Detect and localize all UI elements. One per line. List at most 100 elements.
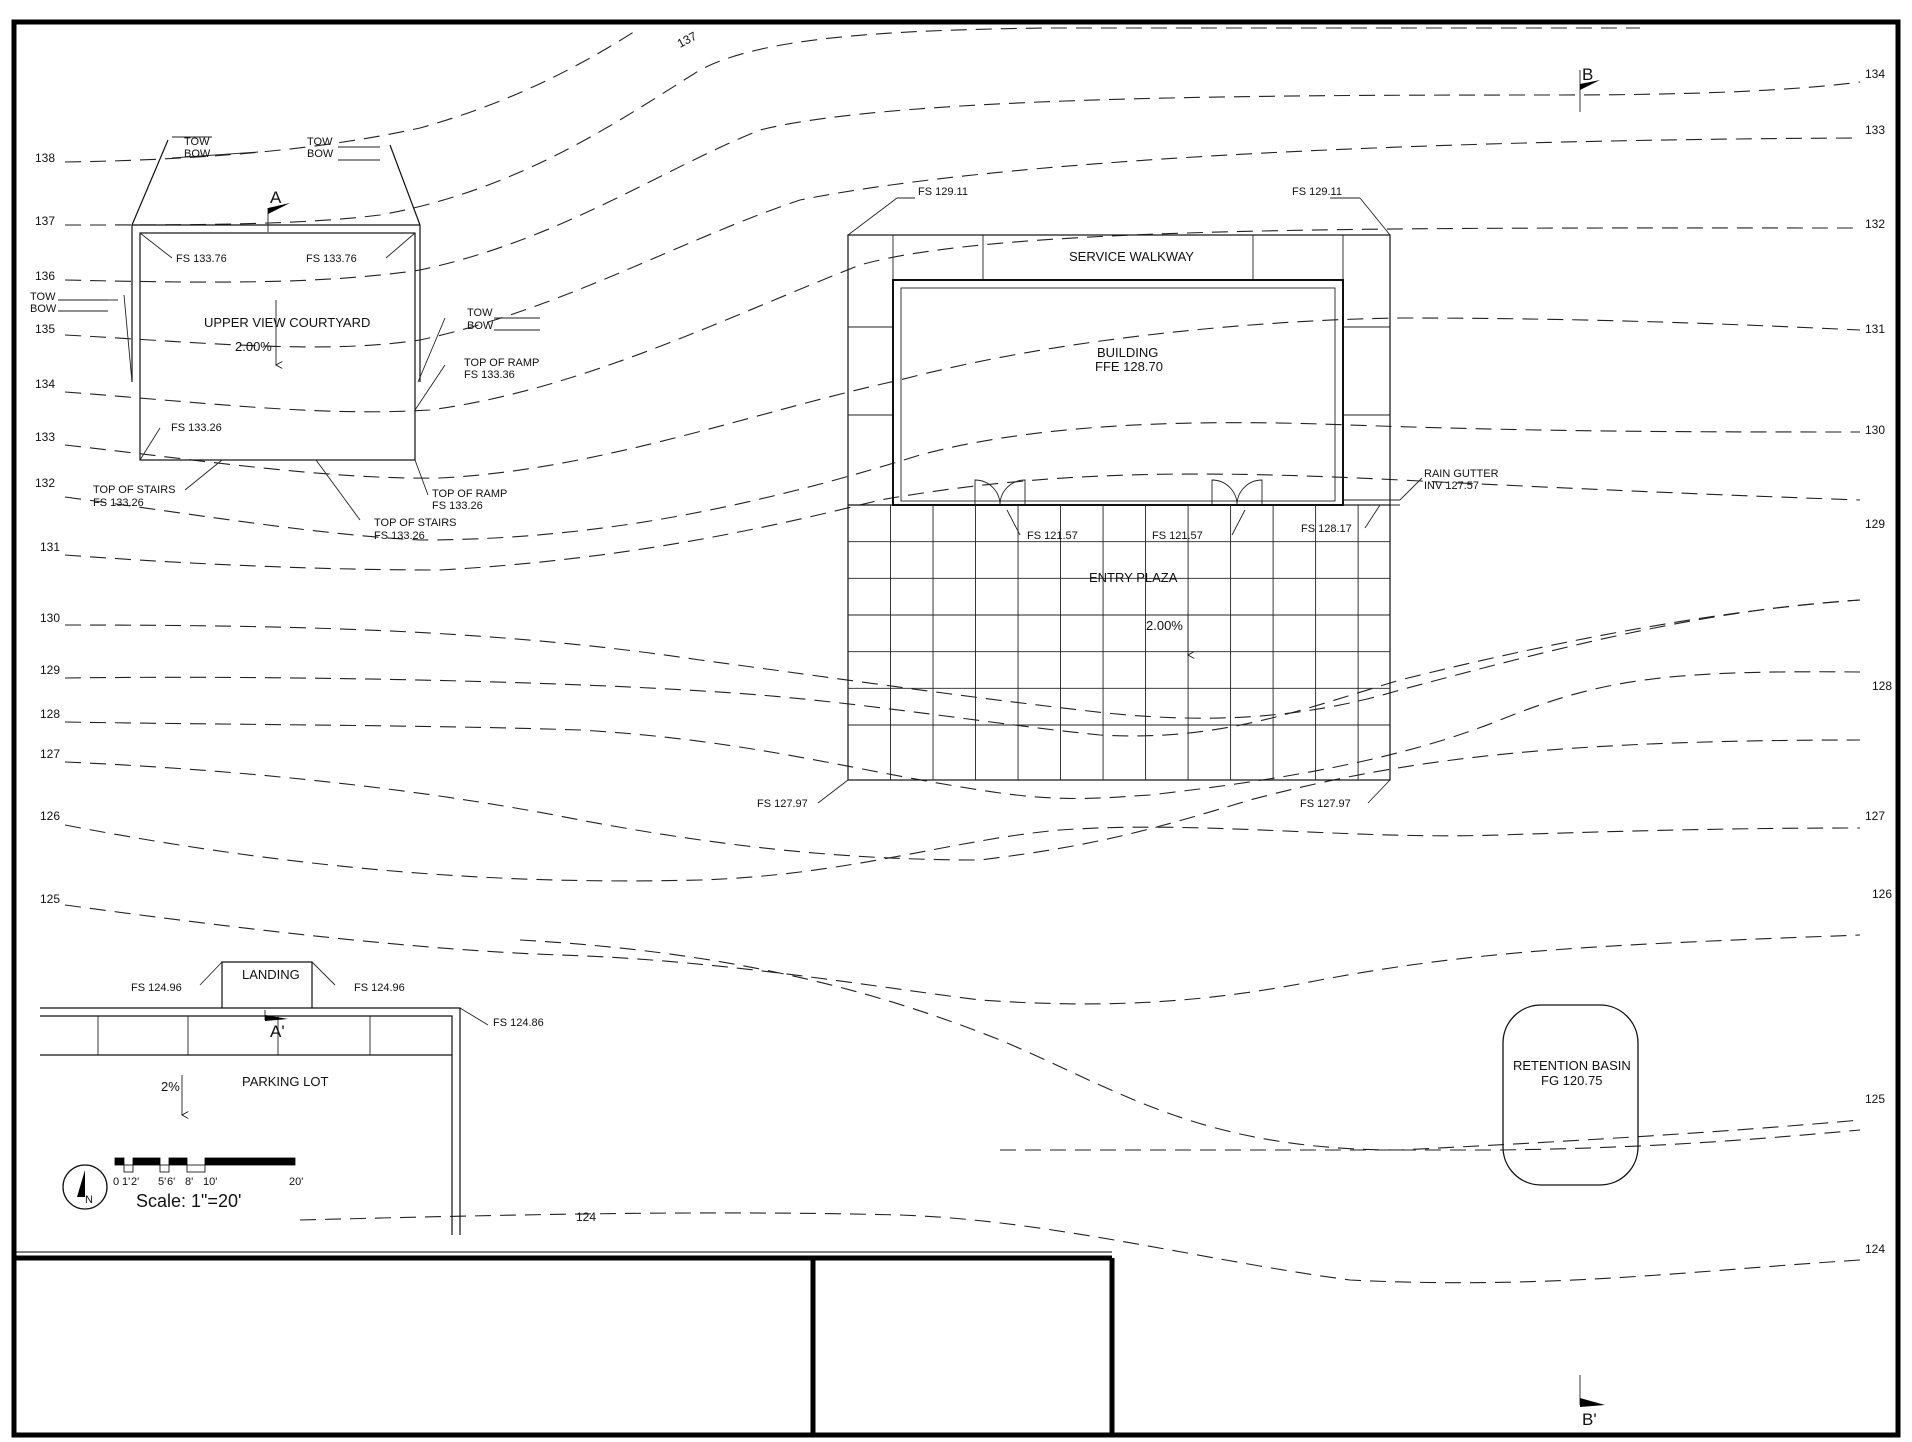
building-footprint [892, 279, 1344, 506]
contour-136 [64, 81, 1861, 283]
contour-128 [64, 671, 1861, 800]
contour-label-c131-r: 131 [1865, 322, 1885, 336]
contour-132 [64, 422, 1861, 541]
scale-bar-segment [159, 1164, 170, 1173]
parking-labels: LANDING FS 124.96 FS 124.96 FS 124.86 PA… [131, 967, 544, 1094]
contour-124b [299, 1212, 1861, 1284]
rain-gutter-label: RAIN GUTTER [1424, 468, 1499, 480]
contour-133 [64, 317, 1861, 479]
scale-label: Scale: 1"=20' [136, 1191, 241, 1211]
entry-plaza-label: ENTRY PLAZA [1089, 570, 1178, 585]
parking-lot-area [40, 961, 489, 1235]
top-of-stairs-1: TOP OF STAIRS [93, 484, 176, 496]
contour-129 [64, 599, 1861, 737]
scale-tick-label: 1' [122, 1176, 130, 1188]
contour-label-c129-l: 129 [40, 663, 60, 677]
contour-label-c124-m: 124 [576, 1210, 596, 1224]
contour-130 [64, 599, 1861, 719]
contour-label-c128-l: 128 [40, 707, 60, 721]
scale-tick-label: 2' [131, 1176, 139, 1188]
building-fs-ne: FS 129.11 [1292, 186, 1342, 198]
scale-tick-label: 5' [158, 1176, 166, 1188]
contour-label-c127-r: 127 [1865, 809, 1885, 823]
courtyard-bow-label-3: BOW [30, 303, 57, 315]
contour-label-c130-l: 130 [40, 611, 60, 625]
contour-label-c130-r: 130 [1865, 423, 1885, 437]
title-block [14, 1251, 1115, 1435]
courtyard-bow-label-4: BOW [467, 320, 494, 332]
contour-lines [64, 27, 1861, 1284]
parking-fs-corner: FS 124.86 [493, 1017, 544, 1029]
scale-bar-segment [114, 1157, 125, 1166]
scale-tick-label: 8' [185, 1176, 193, 1188]
contour-131 [64, 473, 1861, 571]
courtyard-fs-sw: FS 133.26 [171, 422, 222, 434]
parking-slope: 2% [161, 1079, 180, 1094]
contour-label-c128-r: 128 [1872, 679, 1892, 693]
contour-137 [64, 27, 1640, 226]
landing-label: LANDING [242, 967, 300, 982]
scale-bar-segment [186, 1164, 206, 1173]
contour-label-c126-l: 126 [40, 809, 60, 823]
scale-tick-label: 20' [289, 1176, 303, 1188]
section-b-label: B [1582, 65, 1593, 84]
contour-label-c131-l: 131 [40, 540, 60, 554]
section-b-prime-label: B' [1582, 1410, 1597, 1429]
top-of-ramp-1: TOP OF RAMP [464, 357, 539, 369]
gutter-fs: FS 128.17 [1301, 523, 1352, 535]
section-a-prime-label: A' [270, 1022, 285, 1041]
contour-127 [64, 739, 1861, 861]
contour-label-c125-r: 125 [1865, 1092, 1885, 1106]
door-fs-2: FS 121.57 [1152, 530, 1203, 542]
sheet-border [11, 19, 1901, 1438]
landing-fs-left: FS 124.96 [131, 982, 182, 994]
contour-126 [64, 824, 1861, 882]
courtyard-tow-label-3: TOW [30, 291, 56, 303]
courtyard-slab [139, 232, 416, 461]
contour-label-c124-r: 124 [1865, 1242, 1885, 1256]
basin-labels: RETENTION BASIN FG 120.75 [1513, 1058, 1631, 1088]
scale-bar-segment [168, 1157, 188, 1166]
building-fs-se: FS 127.97 [1300, 798, 1351, 810]
top-of-stairs-1-fs: FS 133.26 [93, 497, 144, 509]
courtyard-wall [131, 224, 421, 382]
retention-basin-fg: FG 120.75 [1541, 1073, 1602, 1088]
service-walkway-label: SERVICE WALKWAY [1069, 249, 1194, 264]
building-name: BUILDING [1097, 345, 1158, 360]
retention-basin [1502, 1004, 1639, 1186]
contour-label-c136-l: 136 [35, 269, 55, 283]
contour-135 [64, 137, 1861, 348]
contour-label-c129-r: 129 [1865, 517, 1885, 531]
contour-label-layer: 1381371361351341331321311301291281271261… [35, 29, 1892, 1256]
door-fs-1: FS 121.57 [1027, 530, 1078, 542]
courtyard-tow-label-4: TOW [467, 307, 493, 319]
courtyard-name: UPPER VIEW COURTYARD [204, 315, 370, 330]
contour-label-c137-l: 137 [35, 214, 55, 228]
courtyard-fs-nw: FS 133.76 [176, 253, 227, 265]
courtyard-labels: TOW BOW TOW BOW TOW BOW TOW BOW FS 133.7… [30, 136, 539, 542]
contour-124 [519, 939, 1861, 1151]
rain-gutter-inv: INV 127.57 [1424, 480, 1479, 492]
courtyard-tow-label-2: TOW [307, 136, 333, 148]
top-of-ramp-2: TOP OF RAMP [432, 488, 507, 500]
parking-lot-label: PARKING LOT [242, 1074, 329, 1089]
top-of-stairs-2: TOP OF STAIRS [374, 517, 457, 529]
legend-labels: N Scale: 1"=20' [85, 1191, 241, 1211]
building-labels: FS 129.11 FS 129.11 SERVICE WALKWAY BUIL… [757, 186, 1499, 810]
contour-label-c133-r: 133 [1865, 123, 1885, 137]
contour-label-c134-r: 134 [1865, 67, 1885, 81]
scale-bar-segment [204, 1157, 296, 1166]
contour-label-c132-r: 132 [1865, 217, 1885, 231]
contour-label-c127-l: 127 [40, 747, 60, 761]
top-of-ramp-2-fs: FS 133.26 [432, 500, 483, 512]
top-of-stairs-2-fs: FS 133.26 [374, 530, 425, 542]
contour-label-c125-l: 125 [40, 892, 60, 906]
contour-label-c132-l: 132 [35, 476, 55, 490]
upper-view-courtyard [58, 70, 1600, 521]
contour-label-c138-l: 138 [35, 151, 55, 165]
building-fs-nw: FS 129.11 [918, 186, 968, 198]
entry-plaza-slope: 2.00% [1146, 618, 1183, 633]
